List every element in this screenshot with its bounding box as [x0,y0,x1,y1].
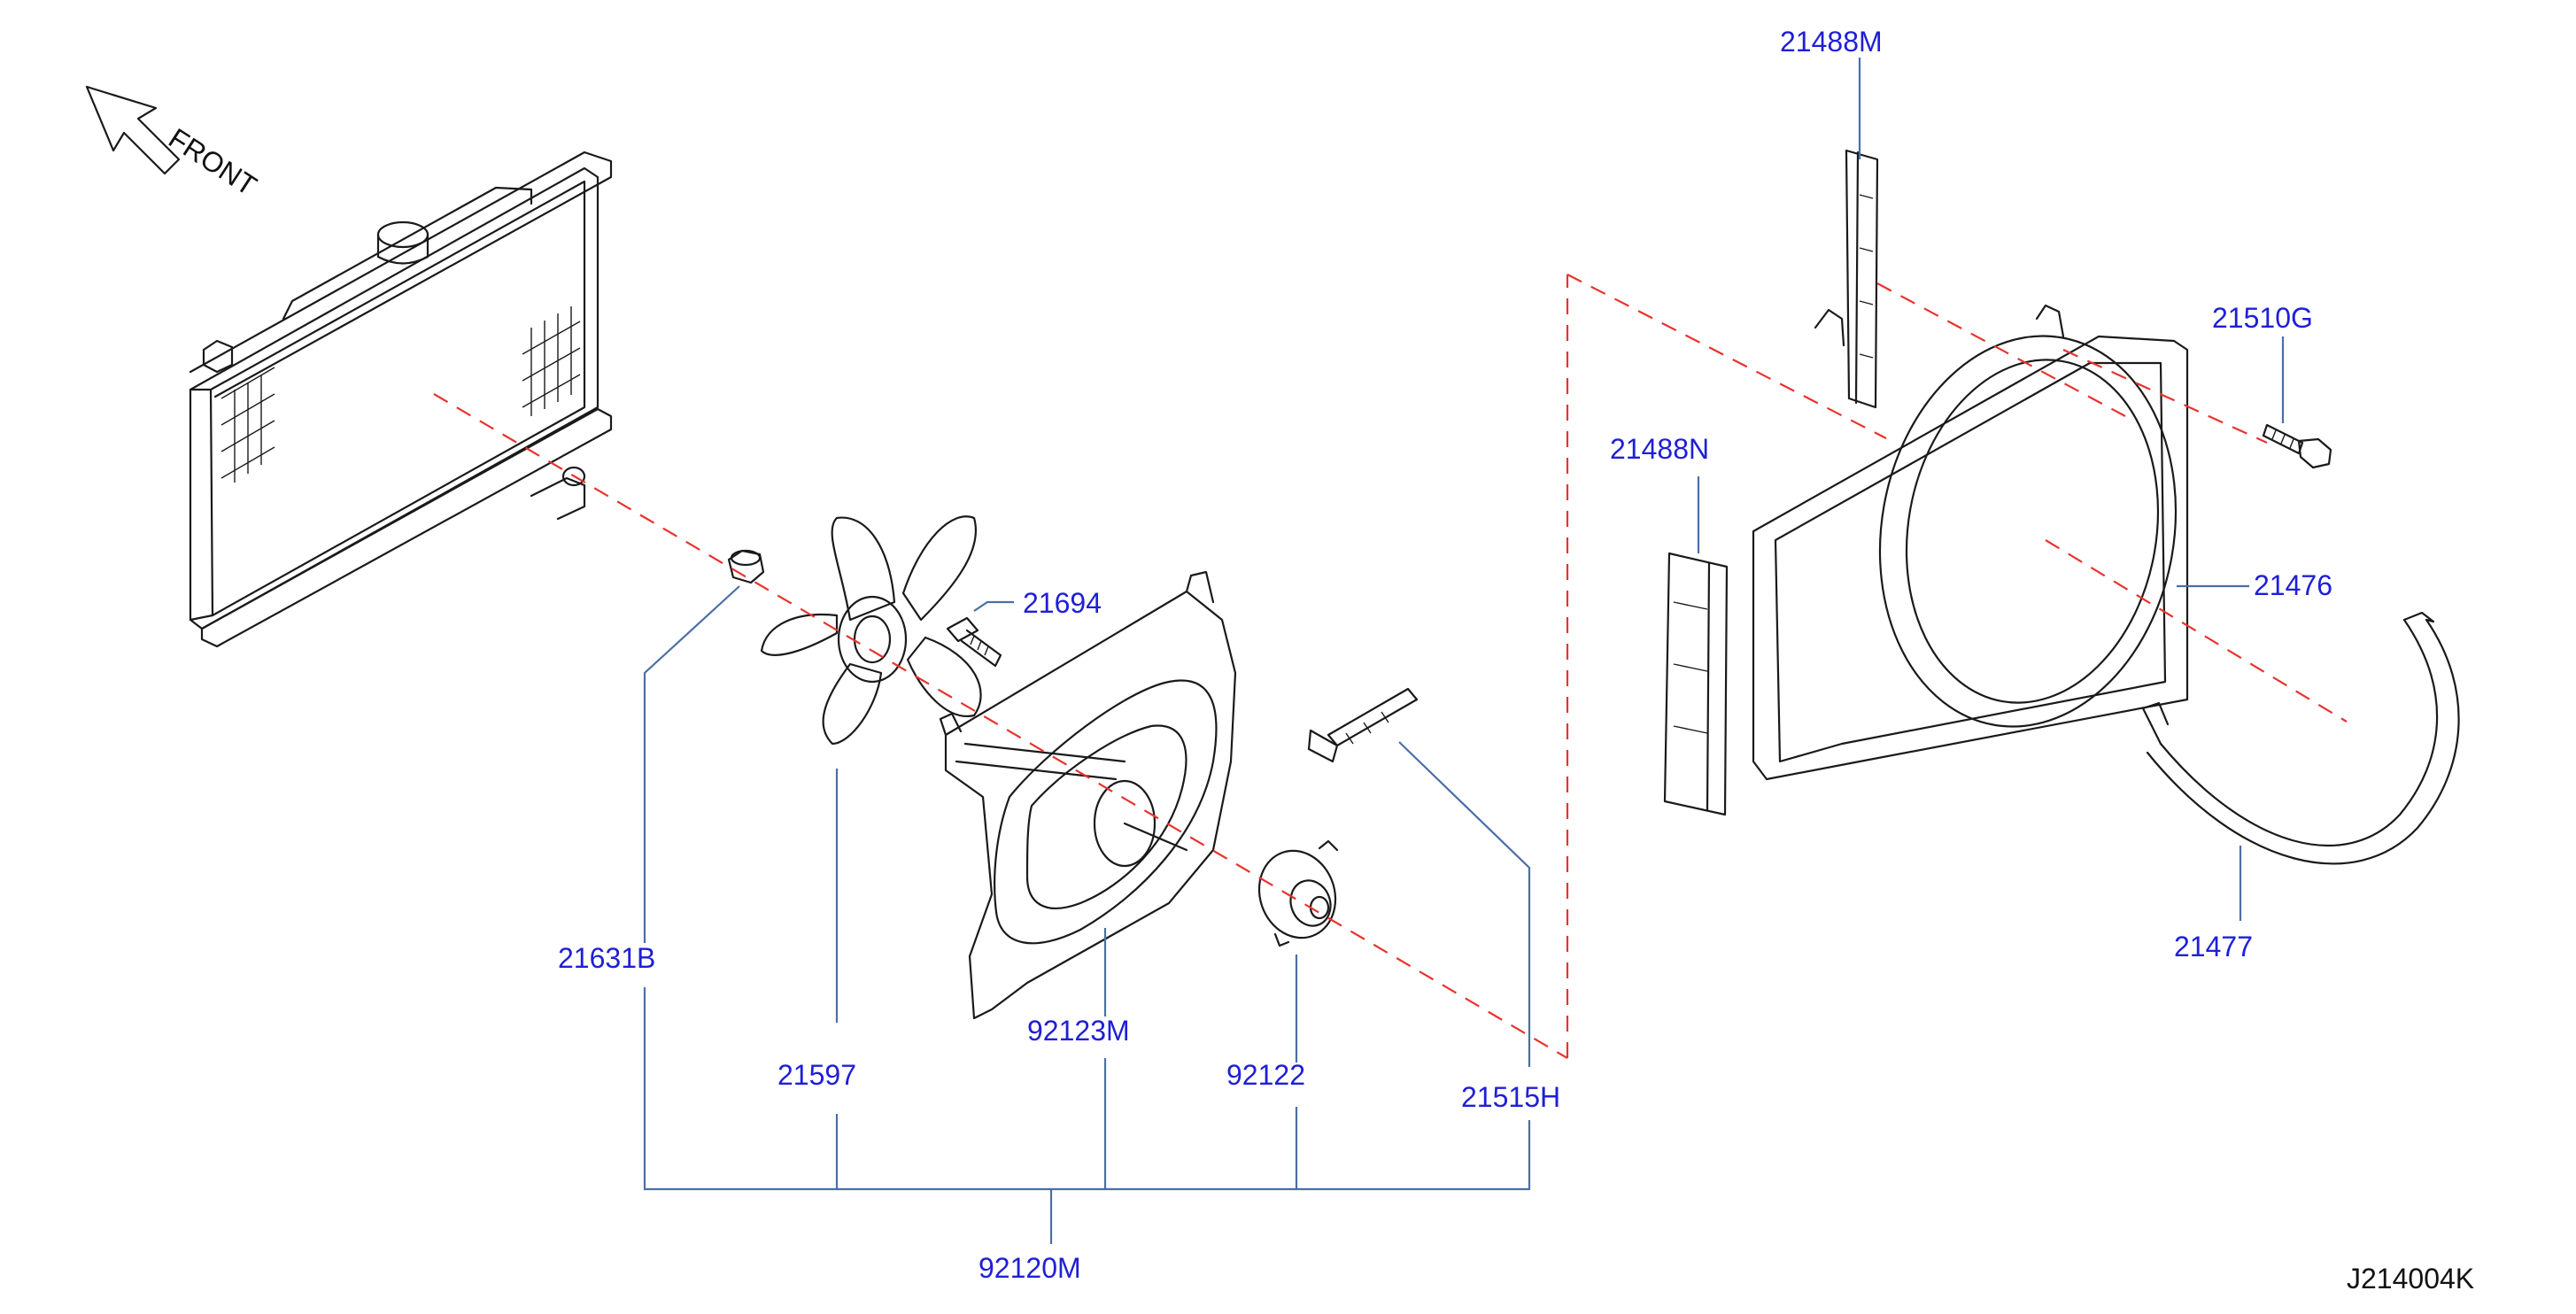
callout-21477: 21477 [2174,931,2253,962]
callout-21488N: 21488N [1610,433,1709,465]
seal-21488N [1663,552,1729,816]
bolt-21510G [2262,423,2332,469]
motor-92122 [1257,839,1339,947]
front-arrow-icon [85,85,181,175]
bolt-21694 [946,616,1002,668]
callout-21597: 21597 [777,1059,856,1091]
callout-21631B: 21631B [558,942,655,974]
clip-21515H [1307,687,1419,763]
callout-21488M: 21488M [1780,26,1883,58]
leader-lines [643,58,2285,1244]
callout-21694: 21694 [1023,587,1102,619]
fan-shroud-92123M [939,570,1237,1020]
callout-92123M: 92123M [1027,1015,1130,1047]
callout-21515H: 21515H [1461,1081,1560,1113]
callout-21476: 21476 [2254,569,2332,601]
seal-21488M [1845,149,1879,409]
band-21477 [2141,611,2460,865]
callout-92122: 92122 [1226,1059,1305,1091]
shroud-21476 [1752,304,2189,781]
radiator [189,151,613,648]
reference-code: J214004K [2347,1263,2474,1295]
dashed-guides [433,274,2348,1059]
callout-92120M: 92120M [979,1252,1081,1284]
nut-21631B [727,549,765,584]
callout-labels: 21631B 21597 21694 92123M 92122 21515H 9… [558,26,2332,1284]
front-label: FRONT [163,122,262,202]
callout-21510G: 21510G [2212,302,2313,334]
